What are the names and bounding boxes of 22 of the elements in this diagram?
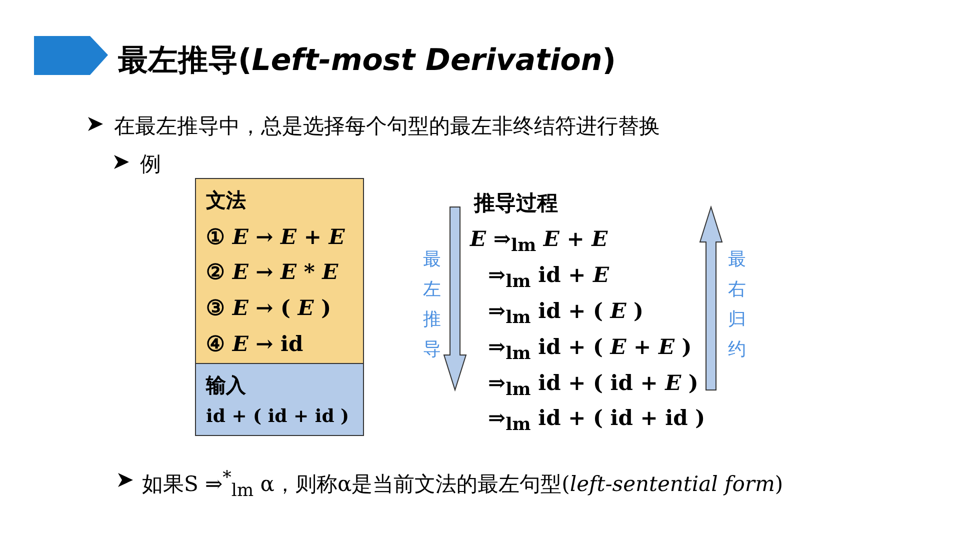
grammar-rule: ① E → E + E <box>206 224 345 249</box>
input-string: id + ( id + id ) <box>206 406 350 427</box>
grammar-rule: ② E → E* E <box>206 259 338 284</box>
box-heading: 输入 <box>206 372 246 399</box>
bullet-text: 如果S ⇒$^{*}$$_{lm}$ α，则称α是当前文法的最左句型(left-sentential form) <box>142 468 784 502</box>
box-heading: 文法 <box>206 187 246 214</box>
derivation-step: ⇒$_{lm}$ id + ( E ) <box>488 298 644 328</box>
derivation-step: ⇒$_{lm}$ id + ( id + E ) <box>488 370 698 400</box>
slide-title: 最左推导(Left-most Derivation) <box>118 42 616 80</box>
grammar-rule: ④ E → id <box>206 331 304 356</box>
derivation-step: E ⇒$_{lm}$ E + E <box>470 226 608 256</box>
side-label: 最左推导 <box>423 248 442 362</box>
grammar-rule: ③ E → ( E ) <box>206 295 332 320</box>
bullet-text: 在最左推导中，总是选择每个句型的最左非终结符进行替换 <box>114 113 660 140</box>
derivation-step: ⇒$_{lm}$ id + ( id + id ) <box>488 405 706 436</box>
section-heading: 推导过程 <box>474 189 558 217</box>
derivation-step: ⇒$_{lm}$ id + ( E + E ) <box>488 334 692 364</box>
derivation-step: ⇒$_{lm}$ id + E <box>488 262 609 292</box>
bullet-text: 例 <box>140 151 161 178</box>
input-box <box>195 363 364 436</box>
grammar-box <box>195 178 364 364</box>
side-label: 最右归约 <box>728 248 747 362</box>
